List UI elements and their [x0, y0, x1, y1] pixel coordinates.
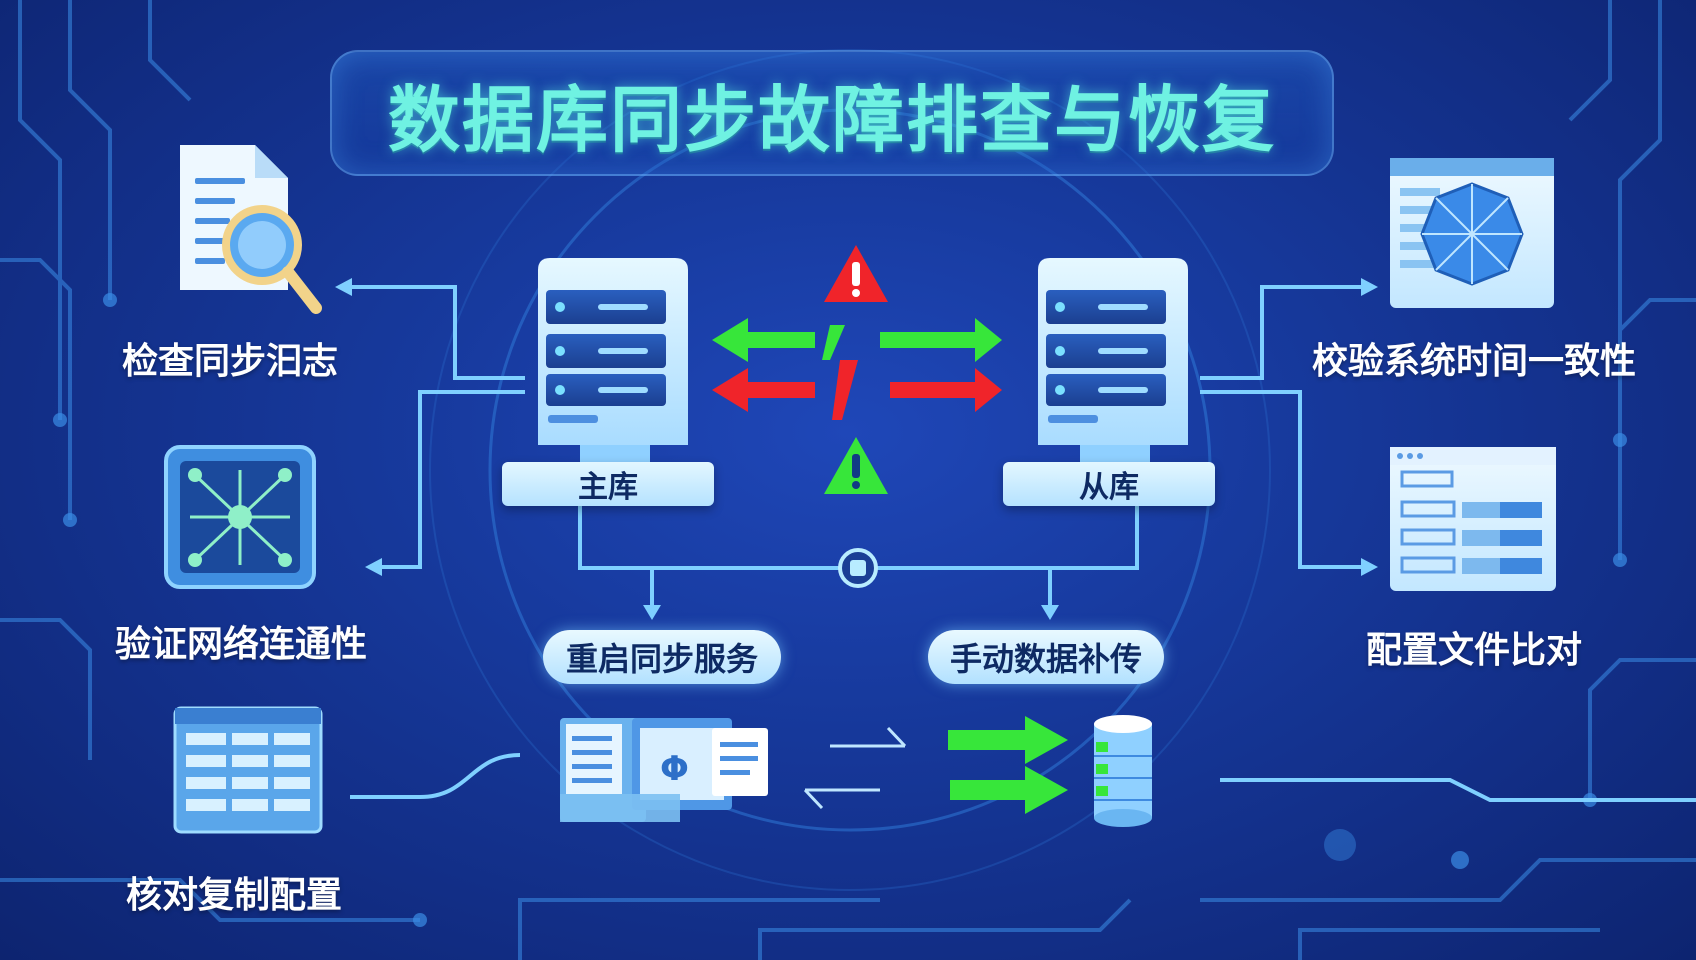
- sync-arrow-red: [712, 360, 1002, 420]
- database-icon: [1094, 715, 1152, 827]
- config-compare-icon: [1390, 447, 1556, 591]
- manual-transfer-button[interactable]: 手动数据补传: [928, 630, 1164, 684]
- network-icon: [164, 445, 316, 589]
- replica-server-icon: [1038, 258, 1188, 463]
- left-item-label-log: 检查同步汩志: [122, 341, 339, 382]
- left-item-label-network: 验证网络连通性: [115, 624, 368, 665]
- svg-text:Φ: Φ: [660, 749, 689, 789]
- right-item-label-time: 校验系统时间一致性: [1312, 341, 1637, 382]
- log-search-icon: [180, 145, 322, 314]
- title-banner: 数据库同步故障排查与恢复: [330, 50, 1334, 176]
- green-arrows: [948, 716, 1068, 814]
- transfer-arrows: [803, 726, 907, 810]
- page-title: 数据库同步故障排查与恢复: [387, 77, 1276, 162]
- left-item-label-config: 核对复制配置: [126, 875, 343, 916]
- primary-server-label: 主库: [502, 462, 714, 506]
- time-check-icon: [1390, 158, 1554, 308]
- primary-server-icon: [538, 258, 688, 463]
- warning-red-icon: [824, 245, 888, 302]
- replica-server-label: 从库: [1003, 462, 1215, 506]
- config-table-icon: [173, 706, 323, 834]
- documents-icon: Φ: [560, 718, 768, 822]
- warning-green-icon: [824, 437, 888, 494]
- right-item-label-config: 配置文件比对: [1366, 630, 1583, 671]
- sync-arrow-green: [712, 318, 1002, 362]
- connector-arrowheads: [335, 278, 1378, 620]
- restart-sync-button[interactable]: 重启同步服务: [543, 630, 781, 684]
